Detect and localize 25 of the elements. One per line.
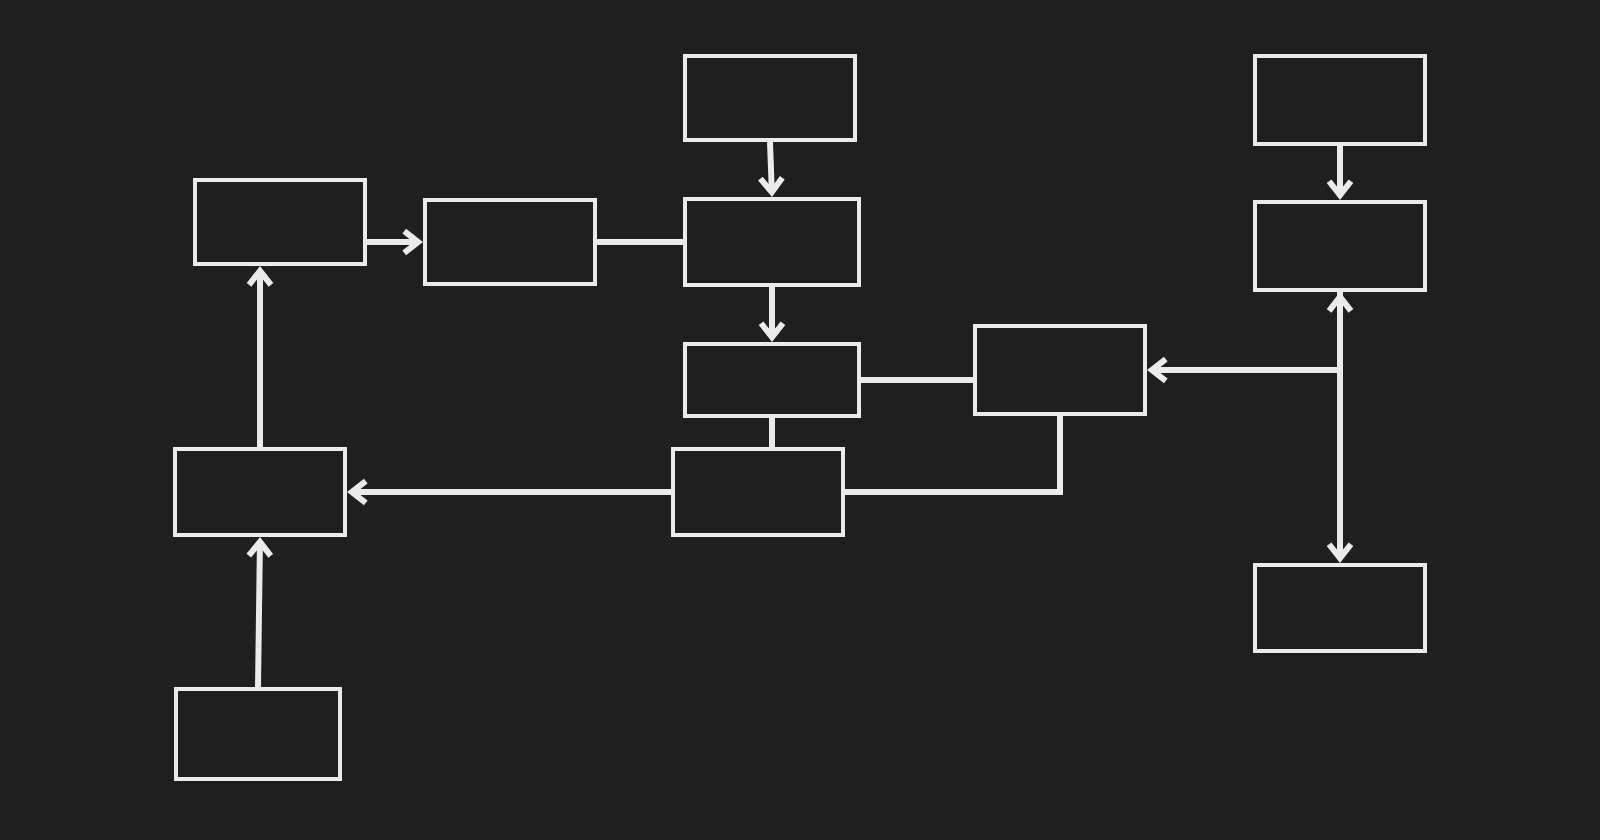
connector-line: [597, 239, 683, 245]
flowchart-box: [671, 447, 845, 537]
arrow: [758, 287, 786, 342]
flowchart-box: [683, 54, 857, 142]
arrow: [758, 141, 785, 197]
flowchart-box: [1253, 54, 1427, 146]
flowchart-box: [173, 447, 347, 537]
arrow: [347, 478, 671, 506]
connector-line: [845, 416, 1063, 495]
flowchart-box: [973, 324, 1147, 416]
flowchart-box: [1253, 563, 1427, 653]
flowchart-box: [683, 197, 861, 287]
arrow: [246, 266, 274, 447]
connector-line: [769, 418, 775, 447]
arrow: [1326, 292, 1354, 563]
connector-line: [861, 377, 973, 383]
flowchart-box: [683, 342, 861, 418]
arrow: [367, 228, 423, 256]
arrow: [1326, 146, 1354, 200]
flowchart-box: [1253, 200, 1427, 292]
flowchart-box: [423, 198, 597, 286]
flowchart-box: [174, 687, 342, 781]
arrow: [1147, 292, 1343, 384]
flowchart-box: [193, 178, 367, 266]
arrow: [246, 537, 274, 688]
